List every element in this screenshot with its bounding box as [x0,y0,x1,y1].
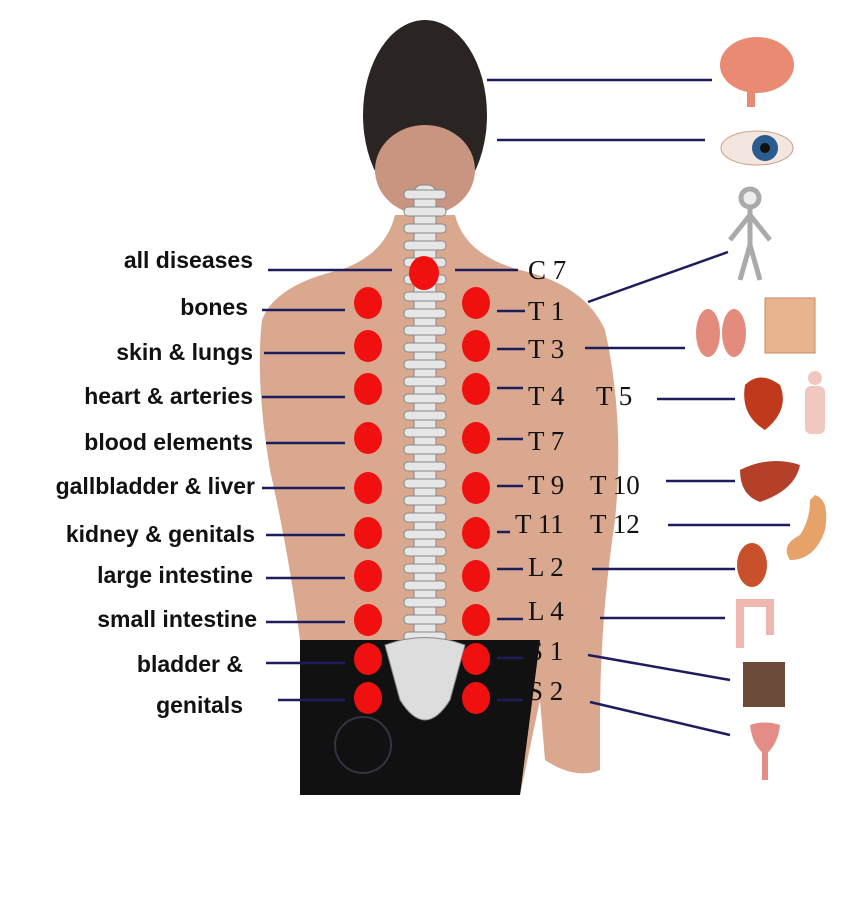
vertebra-t4: T 4 [528,381,565,411]
vertebra-l4: L 4 [528,596,564,626]
label-bladder: bladder & [137,651,243,677]
label-kidney-genitals: kidney & genitals [66,521,255,547]
sacrum [384,637,466,721]
vertebra [403,614,447,625]
vertebra [403,461,447,472]
stomach-icon [786,495,827,560]
label-blood-elements: blood elements [84,429,253,455]
vertebra-t3: T 3 [528,334,564,364]
vertebra [403,512,447,523]
vertebra-labels: C 7 T 1 T 3 T 4 T 5 T 7 T 9 T 10 T 11 T … [515,255,640,706]
vertebra [403,546,447,557]
large-intestine-icon [736,599,774,648]
label-gallbladder-liver: gallbladder & liver [56,473,255,499]
skeleton-icon [728,186,772,281]
pressure-point-right [462,373,490,405]
label-skin-lungs: skin & lungs [116,339,253,365]
uterus-icon [750,722,780,780]
eye-icon [720,130,794,166]
pressure-point-left [354,472,382,504]
lungs-icon [696,309,746,357]
vertebra [403,580,447,591]
vertebra [403,563,447,574]
label-small-intestine: small intestine [97,606,257,632]
label-all-diseases: all diseases [124,247,253,273]
pressure-point-right [462,560,490,592]
vertebra [403,529,447,540]
vertebra-t11: T 11 [515,509,564,539]
heart-icon [744,377,783,430]
vertebra [403,597,447,608]
pressure-point-right [462,604,490,636]
pressure-point-right [462,682,490,714]
pressure-point-left [354,604,382,636]
circulatory-system-icon [805,371,825,434]
connector-lines [262,78,790,737]
vertebra [403,325,447,336]
vertebra [403,444,447,455]
pressure-point-c7 [409,256,439,290]
label-large-intestine: large intestine [97,562,253,588]
pressure-point-right [462,517,490,549]
vertebra-t5: T 5 [596,381,632,411]
vertebra [403,240,447,251]
liver-icon [740,461,800,502]
pressure-points [354,256,490,714]
pressure-point-right [462,287,490,319]
logo-emblem [334,716,392,774]
vertebra [403,223,447,234]
vertebra [403,478,447,489]
vertebra [403,410,447,421]
vertebra-s2: S 2 [528,676,563,706]
vertebra [403,206,447,217]
pressure-point-left [354,517,382,549]
vertebra-t9: T 9 [528,470,564,500]
pressure-point-left [354,330,382,362]
pressure-point-right [462,472,490,504]
pressure-point-right [462,643,490,675]
label-bones: bones [180,294,248,320]
vertebra [403,291,447,302]
vertebra [403,427,447,438]
pressure-point-right [462,422,490,454]
vertebra [403,359,447,370]
vertebra-t12: T 12 [590,509,640,539]
pressure-point-left [354,287,382,319]
pressure-point-left [354,422,382,454]
vertebra-t10: T 10 [590,470,640,500]
vertebra-l2: L 2 [528,552,564,582]
kidney-icon [737,543,767,587]
pressure-point-right [462,330,490,362]
vertebra-t1: T 1 [528,296,564,326]
vertebra [403,189,447,200]
vertebra [403,342,447,353]
label-genitals: genitals [156,692,243,718]
vertebra [403,393,447,404]
pressure-point-left [354,682,382,714]
tissue-icon [743,662,785,707]
vertebra-t7: T 7 [528,426,564,456]
label-heart-arteries: heart & arteries [84,383,253,409]
pressure-point-left [354,643,382,675]
pressure-point-left [354,560,382,592]
pressure-point-left [354,373,382,405]
spine [384,184,466,721]
vertebra [403,495,447,506]
left-labels: all diseases bones skin & lungs heart & … [56,247,257,718]
vertebra [403,308,447,319]
vertebra-s1: S 1 [528,636,563,666]
vertebra [403,376,447,387]
brain-icon [720,37,794,107]
vertebra-c7: C 7 [528,255,566,285]
organ-icons [696,37,827,780]
skin-layers-icon [764,297,816,354]
